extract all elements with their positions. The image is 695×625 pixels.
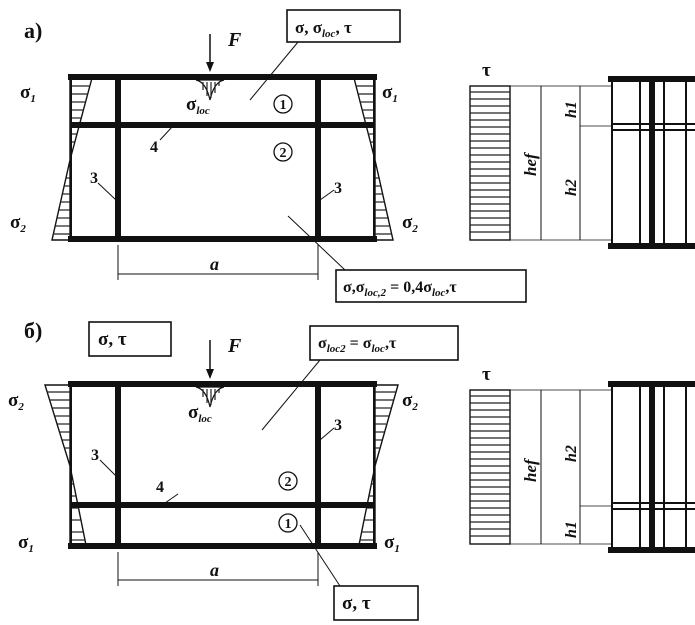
panel-a-zone1-circle <box>273 94 293 114</box>
panel-a-zone1-label: 1 <box>280 98 287 113</box>
panel-b-zone1-label: 1 <box>285 517 292 532</box>
panel-b-h2-label: h2 <box>563 445 580 462</box>
panel-a-tau-diagram <box>469 85 511 241</box>
panel-b-zone2-label: 2 <box>285 475 292 490</box>
panel-a-hef-label: hef <box>521 151 540 176</box>
svg-text:σ, σloc, τ: σ, σloc, τ <box>295 18 352 40</box>
panel-a-stiffener-label-right: 3 <box>334 180 342 197</box>
panel-a-cross-section <box>608 76 695 249</box>
panel-b-sigma1-right: σ1 <box>384 532 400 555</box>
panel-b-tau-label: τ <box>482 364 491 385</box>
panel-a-tau-label: τ <box>482 60 491 81</box>
panel-b-cross-section <box>608 381 695 553</box>
panel-a-sigma2-right: σ2 <box>402 212 418 235</box>
panel-b-sigma2-right: σ2 <box>402 390 418 413</box>
panel-b-sigma1-left: σ1 <box>18 532 34 555</box>
panel-b-span-label: a <box>210 560 219 580</box>
panel-b-height-dimensions <box>510 389 612 545</box>
panel-a-sigma-loc: σloc <box>186 94 210 117</box>
panel-a-sigma2-left: σ2 <box>10 212 26 235</box>
panel-a-long-stiffener-label: 4 <box>150 139 158 156</box>
panel-b-long-stiffener-label: 4 <box>156 479 164 496</box>
panel-b-h1-label: h1 <box>563 521 580 538</box>
panel-b-zone1-circle <box>278 513 298 533</box>
panel-b: б) σ, τ σloc2 = σloc,τ <box>8 318 695 621</box>
panel-b-stress-box-top <box>309 325 459 361</box>
panel-a-span-label: a <box>210 254 219 274</box>
panel-a-stiffener-label-left: 3 <box>90 170 98 187</box>
panel-b-stiffener-label-left: 3 <box>91 447 99 464</box>
panel-b-sigma2-left: σ2 <box>8 390 24 413</box>
panel-b-dimension-a <box>117 552 319 586</box>
panel-b-force-label: F <box>227 335 242 357</box>
panel-b-hef-label: hef <box>521 457 540 482</box>
panel-a-stress-box-top <box>286 9 401 43</box>
panel-a-label: а) <box>24 18 42 43</box>
panel-b-left-stress-diagram <box>44 384 87 546</box>
svg-text:σ,σloc,2 = 0,4σloc,τ: σ,σloc,2 = 0,4σloc,τ <box>343 279 457 299</box>
panel-b-tau-diagram <box>469 389 511 545</box>
panel-a-sigma1-left: σ1 <box>20 82 36 105</box>
panel-a-sigma1-right: σ1 <box>382 82 398 105</box>
panel-a-dimension-a <box>117 245 319 280</box>
panel-b-right-stress-diagram <box>358 384 399 546</box>
panel-a-plate-frame <box>68 74 377 242</box>
panel-b-local-stress <box>195 386 225 408</box>
panel-b-sigma-loc: σloc <box>188 402 212 425</box>
panel-a-zone2-label: 2 <box>280 146 287 161</box>
panel-b-plate-frame <box>68 381 377 549</box>
panel-a-local-stress <box>195 79 225 101</box>
panel-b-label: б) <box>24 318 42 343</box>
svg-text:σloc2 = σloc,τ: σloc2 = σloc,τ <box>318 335 397 355</box>
panel-a-height-dimensions <box>510 85 612 241</box>
panel-a-h2-label: h2 <box>563 179 580 196</box>
panel-a-force-arrow <box>206 34 214 72</box>
panel-a: а) <box>10 9 695 303</box>
panel-a-h1-label: h1 <box>563 101 580 118</box>
panel-b-stiffener-label-right: 3 <box>334 417 342 434</box>
panel-a-zone2-circle <box>273 142 293 162</box>
panel-b-stress-box-left <box>88 321 172 357</box>
panel-b-stress-box-bottom <box>333 585 419 621</box>
svg-text:σ, τ: σ, τ <box>98 329 127 350</box>
panel-a-force-label: F <box>227 29 242 51</box>
svg-text:σ, τ: σ, τ <box>342 593 371 614</box>
panel-b-force-arrow <box>206 340 214 379</box>
panel-a-stress-box-bottom <box>335 269 527 303</box>
panel-b-zone2-circle <box>278 471 298 491</box>
